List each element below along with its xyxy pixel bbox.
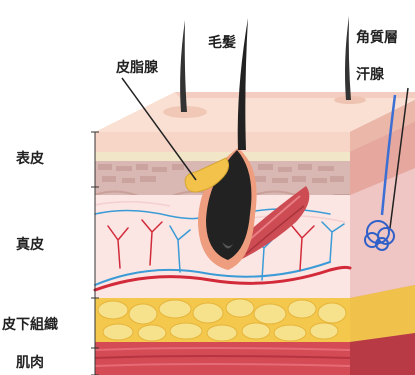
label-hair: 毛髪 <box>208 34 236 51</box>
label-epidermis: 表皮 <box>15 150 44 167</box>
muscle-layer <box>95 342 350 375</box>
label-dermis: 真皮 <box>16 236 44 253</box>
label-arrector: 角質層 <box>356 29 398 46</box>
side-hair-right <box>345 16 351 100</box>
label-subcutaneous: 皮下組織 <box>1 316 58 333</box>
side-hair-left <box>180 20 187 112</box>
label-muscle: 肌肉 <box>16 354 44 371</box>
subcutaneous-layer <box>95 298 350 342</box>
label-sebaceous-gland: 皮脂腺 <box>115 59 159 76</box>
label-sweat-gland: 汗腺 <box>356 66 385 83</box>
